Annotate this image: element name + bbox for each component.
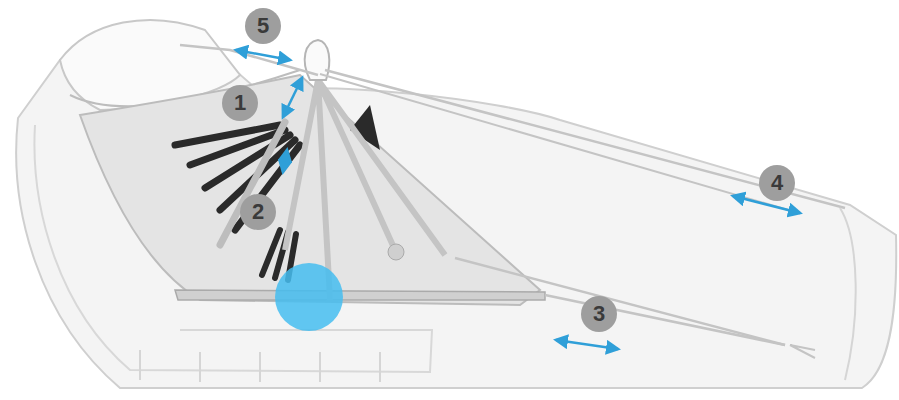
callout-number: 3: [582, 297, 616, 331]
callout-number: 5: [246, 9, 280, 43]
callout-number: 1: [223, 86, 257, 120]
callout-number: 4: [760, 166, 794, 200]
callout-number: 2: [241, 195, 275, 229]
